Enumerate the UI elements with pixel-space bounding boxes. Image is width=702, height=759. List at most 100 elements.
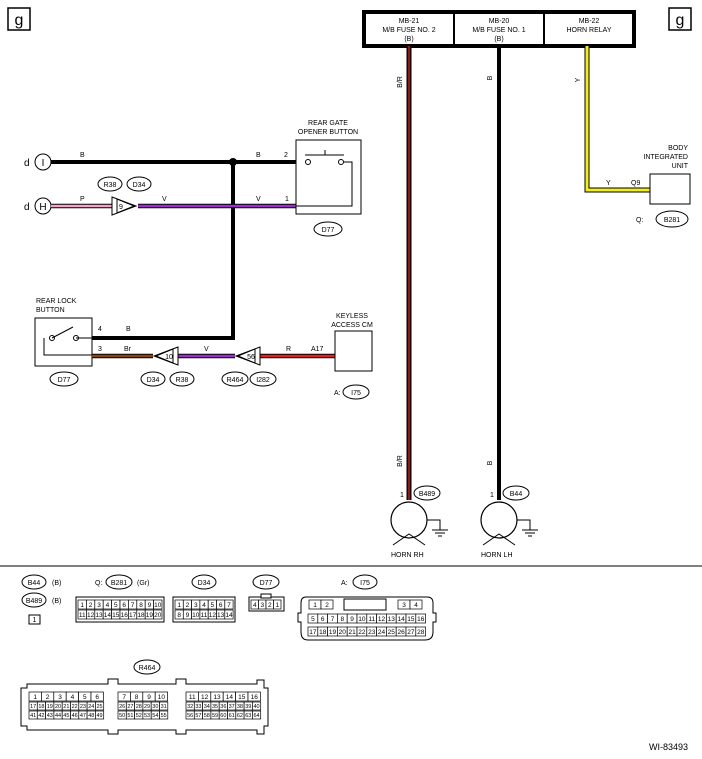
fuse-cell-line2: M/B FUSE NO. 2 (382, 27, 435, 34)
keyless-ref: I75 (351, 390, 361, 397)
horn-rh-label: HORN RH (391, 552, 424, 559)
connector-pin-number: 14 (225, 612, 233, 619)
connector-pin-number: 2 (46, 694, 50, 701)
body-label-line3: UNIT (672, 163, 689, 170)
corner-marker-right-label: g (676, 12, 685, 29)
connector-pin-number: 11 (368, 616, 375, 623)
connector-pin-number: 49 (96, 713, 102, 719)
connector-pin-cell (153, 599, 163, 610)
wire-label-b-lock: B (126, 326, 131, 333)
rear-gate-ref: D77 (322, 227, 335, 234)
corner-marker-left: g (7, 7, 31, 31)
connector-pin-number: 29 (144, 704, 150, 710)
legend-ref: D34 (198, 580, 211, 587)
connector-pin-number: 50 (119, 713, 125, 719)
connector-pin-number: 12 (201, 694, 209, 701)
connector-pin-number: 6 (219, 602, 223, 609)
connector-pin-number: 19 (47, 704, 53, 710)
connector-pin-number: 35 (212, 704, 218, 710)
connector-pin-cell (247, 691, 261, 702)
body-integrated-unit: BODY INTEGRATED UNIT Q: B281 (636, 145, 691, 228)
connector-pin-number: 30 (152, 704, 158, 710)
inline-ref-right: R38 (176, 377, 189, 384)
connector-pin-number: 31 (161, 704, 167, 710)
inline-ref-left: R38 (104, 182, 117, 189)
connector-pin-number: 24 (88, 704, 94, 710)
connector-pin-number: 15 (238, 694, 246, 701)
connector-pin-number: 61 (229, 713, 235, 719)
connector-pin-number: 13 (217, 612, 225, 619)
legend-prefix: Q: (95, 580, 102, 587)
connector-pin-number: 7 (227, 602, 231, 609)
connector-pin-number: 28 (136, 704, 142, 710)
pin-horn-lh: 1 (490, 492, 494, 499)
connector-pin-cell (95, 710, 105, 720)
connection-d-label: d (24, 202, 30, 213)
connector-pin-number: 10 (158, 694, 166, 701)
wire-label-v-mid: V (162, 196, 167, 203)
connector-pin-number: 13 (213, 694, 221, 701)
legend-note: (B) (52, 580, 61, 587)
inline-connector-d34-r38: 10 D34 R38 (140, 346, 195, 387)
wire-y-body (584, 46, 650, 193)
wire-label-b-bottom: B (487, 460, 494, 465)
inline-ref-left: D34 (147, 377, 160, 384)
connector-pin-number: 36 (220, 704, 226, 710)
connector-pin-number: 4 (106, 602, 110, 609)
fuse-cell-line2: HORN RELAY (567, 27, 612, 34)
connector-pin-number: 1 (33, 694, 37, 701)
fuse-cell-line3: (B) (404, 36, 413, 43)
wire-label-b-top: B (487, 75, 494, 80)
wire-label-p-left: P (80, 196, 85, 203)
body-ref-prefix: Q: (636, 217, 643, 224)
connector-pin-cell (90, 691, 104, 702)
pin-keyless-a17: A17 (311, 346, 324, 353)
connector-pin-number: 5 (83, 694, 87, 701)
horn-lh-ref: B44 (510, 491, 523, 498)
connector-pin-number: 22 (72, 704, 78, 710)
connector-pin-number: 19 (146, 612, 154, 619)
inline-ref-right: D34 (133, 182, 146, 189)
wire-label-r-keyless: R (286, 346, 291, 353)
pin-gate-2: 2 (284, 152, 288, 159)
connector-pin-number: 20 (339, 629, 347, 636)
connector-pin-number: 26 (397, 629, 405, 636)
connector-pin-number: 3 (260, 602, 264, 609)
wire-label-b-left: B (80, 152, 85, 159)
fuse-cell-line3: (B) (494, 36, 503, 43)
connector-pin-cell (95, 701, 105, 711)
connector-pin-cell (320, 599, 334, 610)
connector-pin-number: 27 (407, 629, 415, 636)
connector-pin-number: 63 (245, 713, 251, 719)
connector-pin-number: 1 (275, 602, 279, 609)
connector-pin-number: 37 (229, 704, 235, 710)
connector-pin-number: 28 (417, 629, 425, 636)
connector-pin-number: 57 (195, 713, 201, 719)
connector-pin-number: 52 (136, 713, 142, 719)
rear-gate-label-line2: OPENER BUTTON (298, 129, 358, 136)
connector-pin-number: 4 (253, 602, 257, 609)
connector-pin-number: 23 (368, 629, 376, 636)
connector-pin-number: 16 (417, 616, 425, 623)
connector-pin-number: 17 (309, 629, 317, 636)
connector-pin-number: 32 (187, 704, 193, 710)
connector-pin-number: 25 (388, 629, 396, 636)
connector-pin-number: 2 (186, 602, 190, 609)
connector-pin-cell (224, 609, 234, 620)
connector-pin-number: 11 (79, 612, 86, 619)
legend-note: (B) (52, 598, 61, 605)
connector-pin-cell (252, 710, 262, 720)
connection-d-h: d H (24, 197, 52, 215)
connector-pin-number: 4 (202, 602, 206, 609)
pin-lock-4: 4 (98, 326, 102, 333)
connector-pin-number: 10 (154, 602, 162, 609)
connector-pin-number: 13 (388, 616, 396, 623)
connector-pin-number: 26 (119, 704, 125, 710)
rear-lock-label-line1: REAR LOCK (36, 298, 77, 305)
inline-ref-right: I282 (256, 377, 270, 384)
connector-pin-number: 7 (331, 616, 335, 623)
